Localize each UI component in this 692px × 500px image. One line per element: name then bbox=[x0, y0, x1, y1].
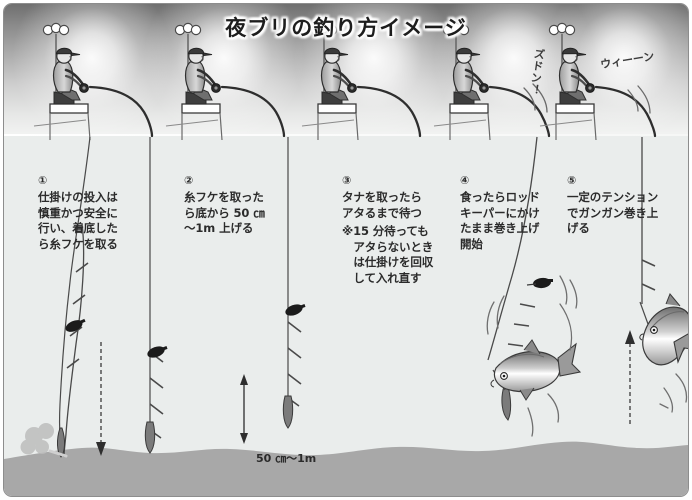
rig-2-float bbox=[147, 346, 168, 358]
hooked-fish-5 bbox=[639, 293, 688, 366]
step-1: ① 仕掛けの投入は 慎重かつ安全に 行い、着底した ら糸フケを取る bbox=[38, 174, 148, 252]
sediment-cloud bbox=[20, 423, 54, 455]
angler-group-5 bbox=[538, 22, 657, 142]
step-5: ⑤ 一定のテンション でガンガン巻き上 げる bbox=[567, 174, 687, 237]
step-4: ④ 食ったらロッド キーパーにかけ たまま巻き上げ 開始 bbox=[460, 174, 570, 252]
seabed bbox=[4, 441, 688, 496]
water-body bbox=[4, 135, 688, 496]
water-surface-line bbox=[4, 134, 688, 136]
step-3: ③ タナを取ったら アタるまで待つ ※15 分待っても アタらないとき は仕掛け… bbox=[342, 174, 458, 286]
sink-arrow bbox=[96, 342, 106, 456]
step-3-body: タナを取ったら アタるまで待つ bbox=[342, 190, 422, 220]
step-2: ② 糸フケを取った ら底から 50 ㎝ 〜1m 上げる bbox=[184, 174, 294, 237]
scene-artwork bbox=[4, 22, 688, 496]
fish-motion-lines-5 bbox=[659, 373, 688, 413]
rig-3 bbox=[282, 137, 302, 429]
rig-1 bbox=[57, 136, 91, 458]
sediment-trail bbox=[48, 449, 68, 458]
depth-measure-arrow bbox=[240, 374, 248, 444]
angler-group-4 bbox=[432, 22, 551, 142]
step-3-number: ③ bbox=[342, 174, 352, 187]
step-1-body: 仕掛けの投入は 慎重かつ安全に 行い、着底した ら糸フケを取る bbox=[38, 190, 118, 251]
step-1-number: ① bbox=[38, 174, 48, 187]
rig-5 bbox=[639, 137, 656, 325]
angler-group-3 bbox=[300, 22, 422, 142]
step-2-body: 糸フケを取った ら底から 50 ㎝ 〜1m 上げる bbox=[184, 190, 265, 235]
step-4-number: ④ bbox=[460, 174, 470, 187]
rig-3-float bbox=[285, 304, 306, 316]
step-3-note: ※15 分待っても アタらないとき は仕掛けを回収 して入れ直す bbox=[342, 224, 434, 285]
rig-2 bbox=[144, 137, 164, 454]
angler-group-1 bbox=[32, 22, 154, 142]
fish-motion-lines-4 bbox=[486, 275, 578, 437]
lamp-glow bbox=[144, 4, 304, 142]
diagram-frame: 夜ブリの釣り方イメージ bbox=[3, 3, 689, 497]
rod-vibration-lines bbox=[523, 83, 651, 114]
step-5-number: ⑤ bbox=[567, 174, 577, 187]
rig-4-float bbox=[526, 277, 553, 289]
lift-arrow bbox=[625, 330, 635, 424]
step-4-body: 食ったらロッド キーパーにかけ たまま巻き上げ 開始 bbox=[460, 190, 540, 251]
rig-1-float bbox=[65, 318, 86, 332]
angler-group-2 bbox=[164, 22, 286, 142]
step-2-number: ② bbox=[184, 174, 194, 187]
step-5-body: 一定のテンション でガンガン巻き上 げる bbox=[567, 190, 659, 235]
depth-measure-label: 50 ㎝〜1m bbox=[256, 452, 317, 465]
page-title: 夜ブリの釣り方イメージ bbox=[225, 16, 467, 40]
hooked-fish-4 bbox=[490, 339, 582, 401]
